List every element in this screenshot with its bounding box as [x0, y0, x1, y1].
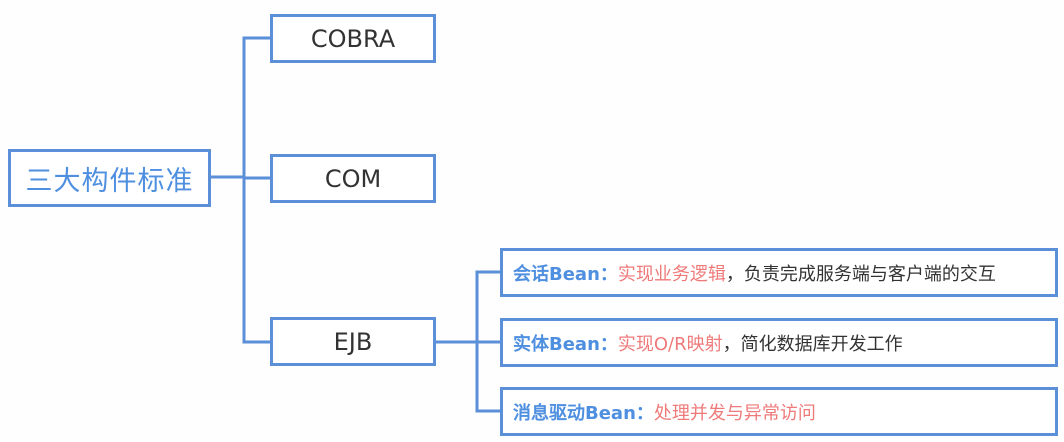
item-sep: ：	[599, 263, 618, 285]
root-label: 三大构件标准	[25, 165, 194, 197]
node-entity-bean: 实体Bean：实现O/R映射，简化数据库开发工作	[500, 318, 1058, 367]
item-highlight: 处理并发与异常访问	[653, 402, 816, 424]
item-rest: ，负责完成服务端与客户端的交互	[725, 263, 996, 285]
item-highlight: 实现业务逻辑	[617, 263, 726, 285]
node-label: EJB	[333, 327, 373, 356]
node-cobra: COBRA	[270, 14, 436, 63]
node-label: COM	[324, 164, 382, 193]
node-label: COBRA	[310, 24, 396, 53]
node-message-driven-bean: 消息驱动Bean：处理并发与异常访问	[500, 387, 1058, 436]
item-key: 会话Bean	[513, 263, 600, 285]
item-highlight: 实现O/R映射	[617, 333, 723, 355]
item-rest: ，简化数据库开发工作	[722, 333, 903, 355]
root-node: 三大构件标准	[8, 149, 211, 207]
item-sep: ：	[599, 333, 618, 355]
connector-trunk	[242, 36, 270, 344]
node-ejb: EJB	[270, 317, 436, 366]
node-com: COM	[270, 154, 436, 203]
item-key: 实体Bean	[513, 333, 600, 355]
item-sep: ：	[635, 402, 654, 424]
item-key: 消息驱动Bean	[513, 402, 636, 424]
node-session-bean: 会话Bean：实现业务逻辑，负责完成服务端与客户端的交互	[500, 248, 1058, 297]
